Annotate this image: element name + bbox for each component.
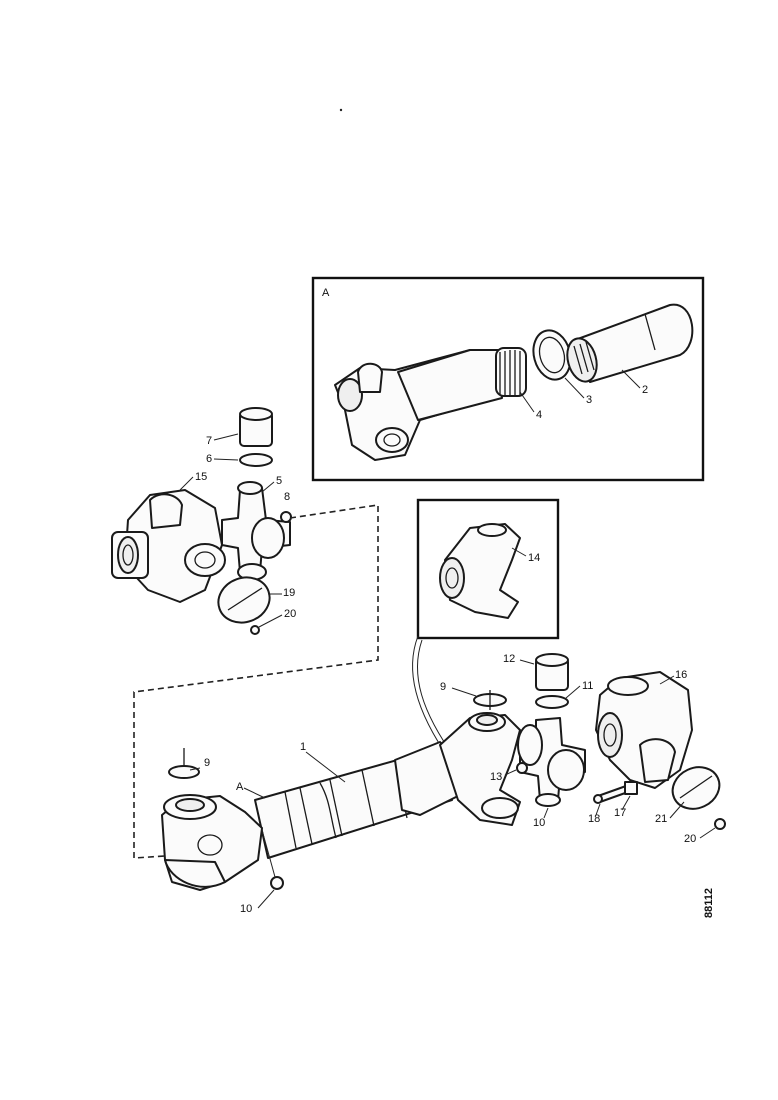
- universal-cross-11: 10: [517, 717, 586, 829]
- callout-14: 13: [490, 771, 502, 783]
- end-yoke-left: [161, 794, 263, 891]
- callout-8: 8: [284, 491, 290, 503]
- ring-9-right: 9: [440, 681, 507, 710]
- inset-15-frame: [416, 498, 560, 640]
- callout-9-left: 9: [204, 757, 210, 769]
- cover-plate-20-upper: 19: [217, 576, 295, 624]
- ring-12: 11: [535, 680, 593, 709]
- callout-21-upper: 20: [284, 608, 296, 620]
- bolt-19: 18: [588, 785, 629, 825]
- inset-a-label: A: [322, 287, 330, 299]
- inset-a-slip-joint: A 4 3 2: [311, 276, 705, 482]
- bearing-cap-13: 12: [503, 653, 569, 691]
- end-yoke-right: [439, 712, 521, 826]
- grease-fitting-10: 10: [240, 829, 284, 915]
- callout-7: 7: [206, 435, 212, 447]
- inset-tube: [566, 303, 694, 383]
- upper-left-flange-group: 7 6 15 5: [111, 407, 296, 635]
- dashed-group-boundary: [133, 504, 379, 859]
- callout-15: 14: [528, 552, 540, 564]
- main-a-label: A: [236, 781, 244, 793]
- reference-code: 88112: [703, 888, 715, 918]
- screw-21-upper: 20: [250, 608, 296, 635]
- scan-dot: [339, 108, 343, 112]
- flange-yoke-17: 16: [595, 669, 693, 789]
- callout-2: 2: [642, 384, 648, 396]
- callout-11: 10: [533, 817, 545, 829]
- callout-10: 10: [240, 903, 252, 915]
- bearing-cap-7: 7: [206, 407, 273, 447]
- callout-3: 3: [586, 394, 592, 406]
- callout-16: 15: [195, 471, 207, 483]
- grease-fitting-8: 8: [280, 491, 292, 523]
- screw-21-lower: 20: [684, 818, 726, 845]
- inset-shaft-assembly: [334, 347, 527, 461]
- universal-cross-5: 5: [221, 475, 291, 581]
- inset-seal-ring: [532, 329, 572, 381]
- grease-fitting-14: 13: [490, 762, 528, 783]
- callout-19: 18: [588, 813, 600, 825]
- callout-5: 5: [276, 475, 282, 487]
- callout-4: 4: [536, 409, 542, 421]
- ring-9-left: 9: [168, 748, 210, 779]
- callout-18: 17: [614, 807, 626, 819]
- callout-20-lower: 21: [655, 813, 667, 825]
- callout-17: 16: [675, 669, 687, 681]
- lower-right-flange-group: 12 11 10 13: [490, 653, 726, 845]
- inset-slip-yoke-15: 14: [416, 498, 560, 640]
- callout-20-upper: 19: [283, 587, 295, 599]
- callout-12: 11: [582, 680, 593, 692]
- cover-plate-20-lower: 21: [655, 766, 721, 825]
- main-driveshaft-1: 1 A: [161, 712, 521, 891]
- callout-6: 6: [206, 453, 212, 465]
- flange-yoke-16: 15: [111, 471, 226, 603]
- callout-1: 1: [300, 741, 306, 753]
- callout-13: 12: [503, 653, 515, 665]
- inset-a-frame: [311, 276, 705, 482]
- callout-9-right: 9: [440, 681, 446, 693]
- callout-21-lower: 20: [684, 833, 696, 845]
- nut-18: 17: [614, 781, 638, 819]
- ring-6: 6: [206, 453, 273, 467]
